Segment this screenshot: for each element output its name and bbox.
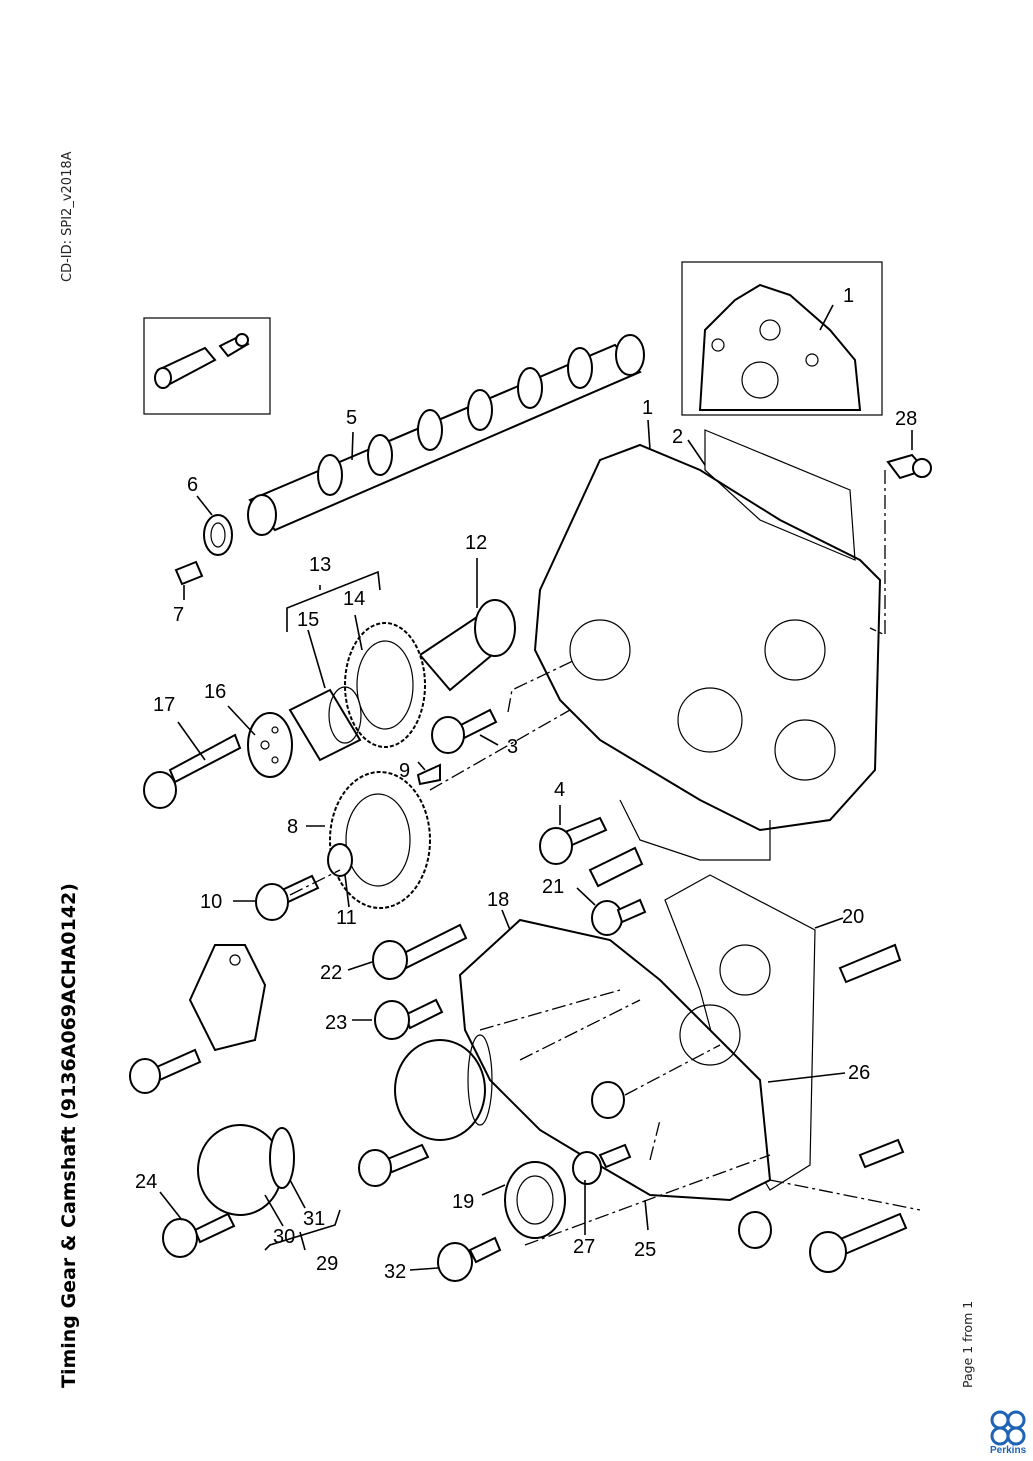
callout-24: 24 xyxy=(135,1171,157,1193)
inset-dowel-box xyxy=(143,317,271,415)
idler-gear xyxy=(344,622,426,748)
bracket-29 xyxy=(264,1209,341,1251)
bolt-27 xyxy=(572,1143,632,1185)
bolt xyxy=(809,1212,908,1273)
nut xyxy=(591,1081,625,1119)
bolt xyxy=(129,1048,202,1094)
callout-11: 11 xyxy=(336,907,357,929)
gasket-2 xyxy=(704,429,856,561)
bush xyxy=(288,686,362,762)
bolt-4 xyxy=(539,816,608,865)
bolt-23 xyxy=(374,998,444,1040)
callout-19: 19 xyxy=(452,1191,474,1213)
oil-seal xyxy=(504,1161,566,1239)
o-ring-31 xyxy=(269,1127,295,1189)
bolt-10 xyxy=(255,874,320,921)
dowel xyxy=(174,560,204,586)
callout-6: 6 xyxy=(187,474,198,496)
stud xyxy=(858,1138,905,1169)
bolt-17 xyxy=(143,733,242,809)
perkins-logo xyxy=(990,1410,1026,1446)
callout-32: 32 xyxy=(384,1261,406,1283)
inset-cover-box xyxy=(681,261,883,416)
callout-3: 3 xyxy=(507,736,518,758)
dowel-pin xyxy=(588,846,644,888)
thrust-washer xyxy=(203,514,233,556)
callout-30: 30 xyxy=(273,1226,295,1248)
fuel-pump-gear xyxy=(329,771,431,909)
idler-hub xyxy=(418,599,516,692)
callout-12: 12 xyxy=(465,532,487,554)
camshaft xyxy=(247,334,645,536)
callout-31: 31 xyxy=(303,1208,325,1230)
callout-10: 10 xyxy=(200,891,222,913)
callout-2: 2 xyxy=(672,426,683,448)
access-cap xyxy=(394,1034,493,1141)
brand-name: Perkins xyxy=(990,1445,1027,1456)
callout-5: 5 xyxy=(346,407,357,429)
bolt-24 xyxy=(162,1212,236,1258)
bolt-32 xyxy=(437,1236,502,1282)
callout-27: 27 xyxy=(573,1236,595,1258)
bolt xyxy=(358,1143,430,1187)
leader-lines xyxy=(159,304,913,1271)
plug xyxy=(886,453,932,480)
timing-cover xyxy=(458,918,772,1202)
callout-23: 23 xyxy=(325,1012,347,1034)
callout-13: 13 xyxy=(309,554,331,576)
nut xyxy=(738,1211,772,1249)
woodruff-key xyxy=(416,763,441,786)
callout-26: 26 xyxy=(848,1062,870,1084)
callout-22: 22 xyxy=(320,962,342,984)
callout-7: 7 xyxy=(173,604,184,626)
callout-15: 15 xyxy=(297,609,319,631)
bolt-3 xyxy=(431,708,498,754)
callout-29: 29 xyxy=(316,1253,338,1275)
bolt-22 xyxy=(372,923,468,980)
callout-20: 20 xyxy=(842,906,864,928)
bracket-13 xyxy=(286,570,381,632)
callout-21: 21 xyxy=(542,876,564,898)
callout-4: 4 xyxy=(554,779,565,801)
centre-lines xyxy=(289,470,921,1246)
callout-25: 25 xyxy=(634,1239,656,1261)
callout-18: 18 xyxy=(487,889,509,911)
callout-9: 9 xyxy=(399,760,410,782)
side-cover xyxy=(188,944,267,1052)
callout-28: 28 xyxy=(895,408,917,430)
retaining-plate xyxy=(247,712,293,778)
callout-14: 14 xyxy=(343,588,365,610)
callout-16: 16 xyxy=(204,681,226,703)
callout-8: 8 xyxy=(287,816,298,838)
washer-11 xyxy=(327,843,353,877)
stud xyxy=(838,943,902,984)
callout-labels: 1 1 2 3 4 5 6 7 8 9 10 11 12 13 14 15 16… xyxy=(135,285,917,1283)
gasket-20 xyxy=(664,874,816,1191)
timing-case-plate xyxy=(533,443,882,861)
bolt-21 xyxy=(591,898,647,936)
callout-1-inset: 1 xyxy=(843,285,854,307)
callout-1: 1 xyxy=(642,397,653,419)
callout-17: 17 xyxy=(153,694,175,716)
